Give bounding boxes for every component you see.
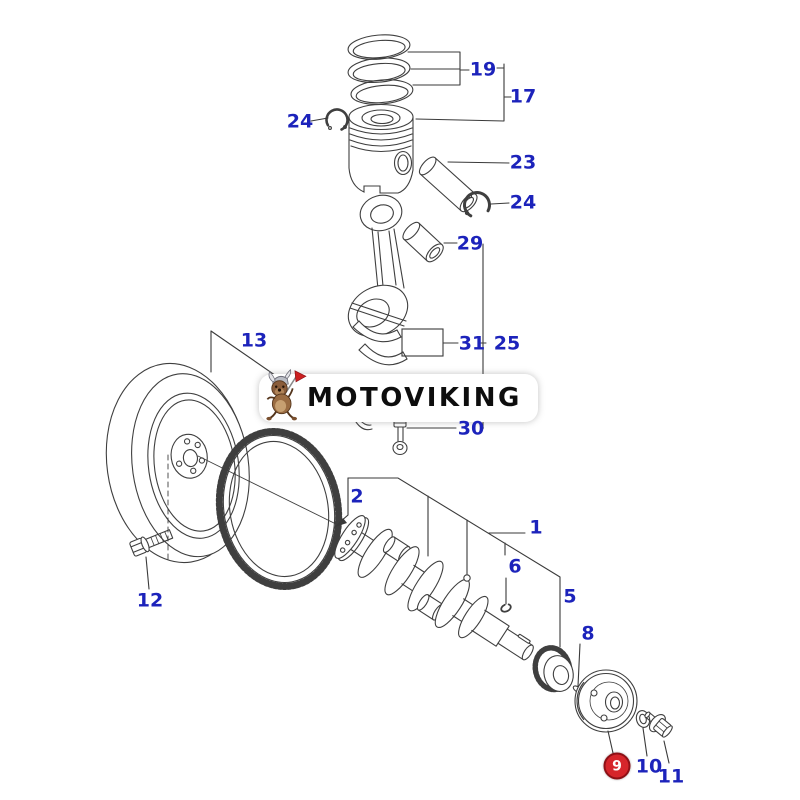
callout-17: 17 <box>509 85 537 108</box>
piston-rings <box>347 34 414 105</box>
crankshaft <box>334 515 534 661</box>
callout-10: 10 <box>635 755 663 778</box>
ring-gear <box>215 428 343 590</box>
callout-19: 19 <box>469 58 497 81</box>
callout-5: 5 <box>563 585 577 608</box>
piston <box>348 103 414 194</box>
rod-bolt <box>392 418 408 456</box>
axis-line <box>197 455 339 526</box>
callout-13: 13 <box>240 329 268 352</box>
ball-plug <box>463 574 471 582</box>
crank-clip <box>500 603 512 613</box>
callout-11: 11 <box>657 765 685 788</box>
callout-12: 12 <box>136 589 164 612</box>
callout-8: 8 <box>581 622 595 645</box>
callout-9-highlighted: 9 <box>603 752 631 780</box>
pin-bushing <box>402 221 444 263</box>
rod-bearing-shells <box>352 320 408 431</box>
piston-pin <box>418 156 478 213</box>
callout-24-left: 24 <box>286 110 314 133</box>
crank-gear <box>532 645 574 693</box>
viking-dog-mascot-icon <box>266 368 307 421</box>
crank-pulley <box>574 669 638 733</box>
brand-name: MOTOVIKING <box>307 383 522 413</box>
callout-25: 25 <box>493 332 521 355</box>
flywheel-bolt <box>129 529 174 557</box>
callout-6: 6 <box>508 555 522 578</box>
leader-lines <box>145 51 670 764</box>
callout-24-right: 24 <box>509 191 537 214</box>
callout-2: 2 <box>350 485 364 508</box>
snap-ring-left <box>325 108 349 132</box>
callout-30: 30 <box>457 417 485 440</box>
callout-31: 31 <box>458 332 486 355</box>
brand-watermark: MOTOVIKING <box>259 368 538 422</box>
callout-29: 29 <box>456 232 484 255</box>
snap-ring-right <box>463 191 491 219</box>
callout-1: 1 <box>529 516 543 539</box>
flywheel <box>105 362 250 564</box>
pulley-bolt <box>644 711 673 738</box>
callout-23: 23 <box>509 151 537 174</box>
connecting-rod <box>347 194 409 338</box>
